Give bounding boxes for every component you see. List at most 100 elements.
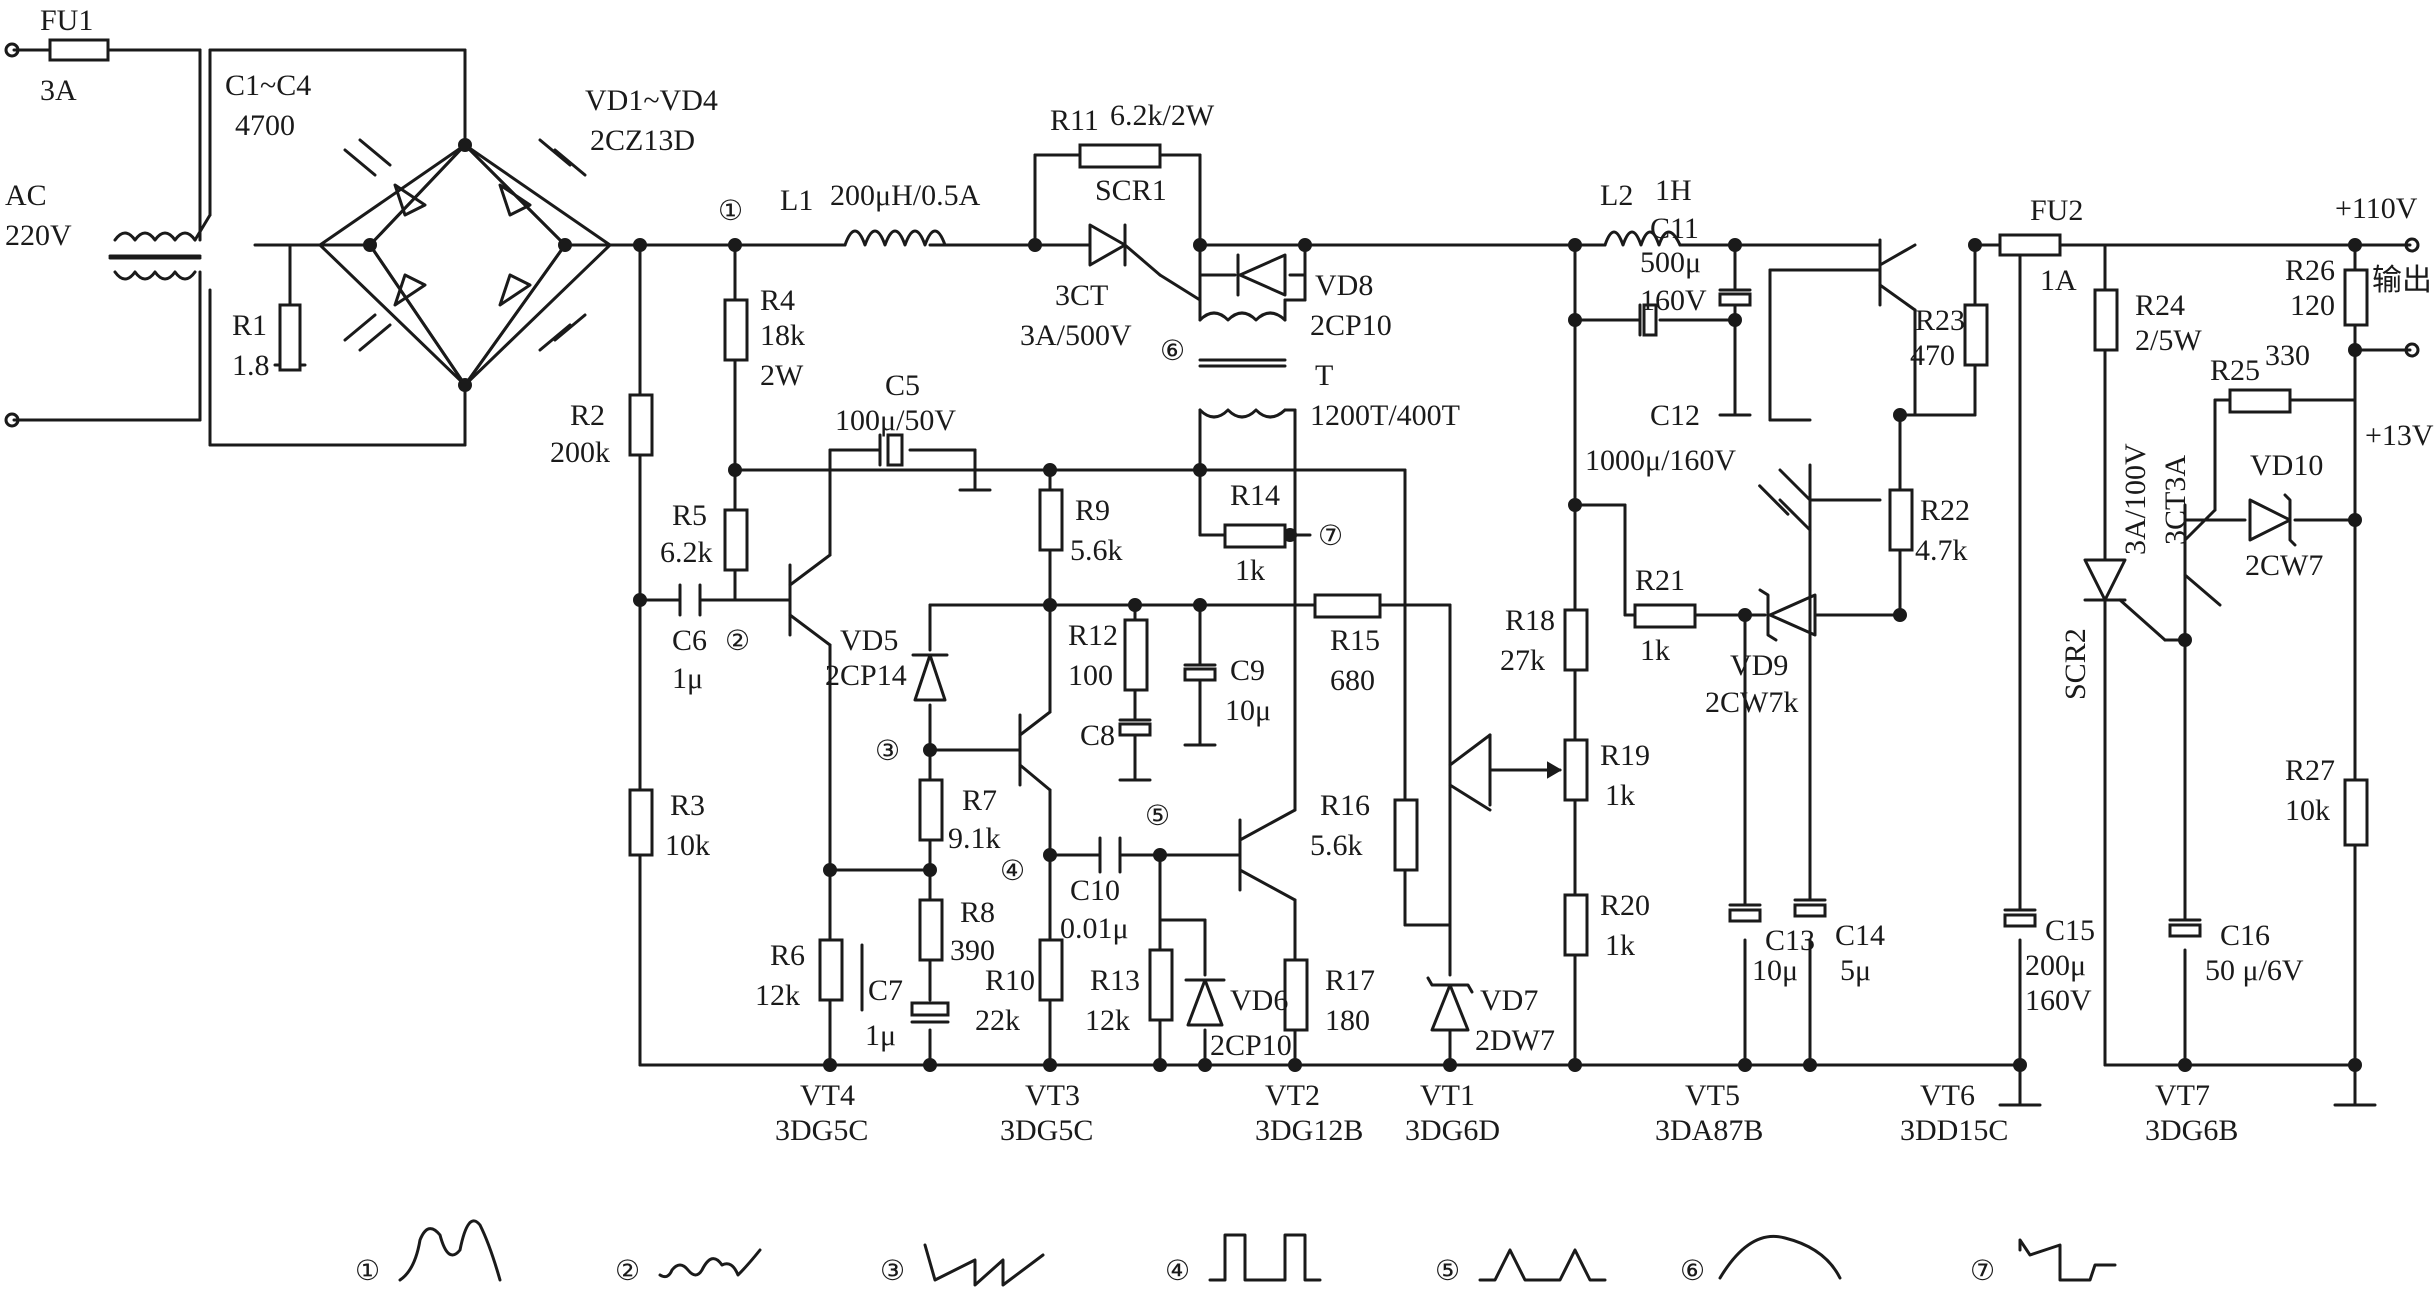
- r8-name: R8: [960, 896, 995, 929]
- r18-name: R18: [1505, 604, 1555, 637]
- inductor-l1: [843, 229, 947, 247]
- resistor-r27: [2343, 778, 2369, 847]
- r4-name: R4: [760, 284, 795, 317]
- resistor-r24: [2093, 288, 2119, 352]
- waveform-6: [1718, 1234, 1842, 1280]
- fu1-label: FU1: [40, 4, 93, 37]
- r12-value: 100: [1068, 659, 1113, 692]
- vd8-value: 2CP10: [1310, 309, 1392, 342]
- wave-node-2: ②: [615, 1254, 640, 1287]
- fu2-value: 1A: [2040, 264, 2077, 297]
- ac-label: AC: [5, 179, 47, 212]
- r21-value: 1k: [1640, 634, 1670, 667]
- wave-node-3: ③: [880, 1254, 905, 1287]
- r4-value2: 2W: [760, 359, 804, 392]
- resistor-r1: [278, 303, 302, 372]
- r7-value: 9.1k: [948, 822, 1001, 855]
- c16-name: C16: [2220, 919, 2270, 952]
- c7-name: C7: [868, 974, 903, 1007]
- r3-value: 10k: [665, 829, 710, 862]
- c5-value: 100μ/50V: [835, 404, 956, 437]
- node-6: ⑥: [1160, 334, 1185, 367]
- r19-value: 1k: [1605, 779, 1635, 812]
- resistor-r21: [1633, 603, 1697, 629]
- r25-value: 330: [2265, 339, 2310, 372]
- r2-value: 200k: [550, 436, 610, 469]
- resistor-r2: [628, 393, 654, 457]
- vd5-value: 2CP14: [825, 659, 907, 692]
- bridge-diode: [498, 273, 532, 307]
- transformer-t-secondary: [1198, 408, 1287, 419]
- vd8-name: VD8: [1315, 269, 1373, 302]
- resistor-r17: [1283, 958, 1309, 1032]
- vt1-type: 3DG6D: [1405, 1114, 1500, 1147]
- node-5: ⑤: [1145, 799, 1170, 832]
- zener-vd10: [2248, 498, 2292, 542]
- r10-name: R10: [985, 964, 1035, 997]
- r26-name: R26: [2285, 254, 2335, 287]
- waveform-5: [1478, 1248, 1607, 1282]
- r3-name: R3: [670, 789, 705, 822]
- l1-name: L1: [780, 184, 813, 217]
- scr2-type: 3CT3A: [2159, 455, 2192, 545]
- r26-value: 120: [2290, 289, 2335, 322]
- resistor-r7: [918, 778, 944, 842]
- vt6-name: VT6: [1920, 1079, 1975, 1112]
- out-13-label: +13V: [2365, 419, 2434, 452]
- vd6-value: 2CP10: [1210, 1029, 1292, 1062]
- scr1-value: 3A/500V: [1020, 319, 1132, 352]
- resistor-r22: [1888, 488, 1914, 552]
- c10-name: C10: [1070, 874, 1120, 907]
- vt6-type: 3DD15C: [1900, 1114, 2008, 1147]
- vt5-name: VT5: [1685, 1079, 1740, 1112]
- bridge-diode: [498, 183, 532, 217]
- r27-name: R27: [2285, 754, 2335, 787]
- c10-value: 0.01μ: [1060, 912, 1129, 945]
- components: [48, 38, 2369, 1032]
- fuse-fu2: [1998, 233, 2062, 257]
- waveform-4: [1208, 1233, 1322, 1282]
- resistor-r26: [2343, 268, 2369, 327]
- c12-name: C12: [1650, 399, 1700, 432]
- c9-name: C9: [1230, 654, 1265, 687]
- vt7-type: 3DG6B: [2145, 1114, 2238, 1147]
- out-110-label: +110V: [2335, 192, 2418, 225]
- diode-vd5: [913, 653, 947, 702]
- r24-value: 2/5W: [2135, 324, 2202, 357]
- vd10-value: 2CW7: [2245, 549, 2323, 582]
- wave-node-7: ⑦: [1970, 1254, 1995, 1287]
- vt2-type: 3DG12B: [1255, 1114, 1363, 1147]
- transformer-t-primary: [1198, 311, 1287, 322]
- c16-value: 50 μ/6V: [2205, 954, 2304, 987]
- r15-name: R15: [1330, 624, 1380, 657]
- c15-name: C15: [2045, 914, 2095, 947]
- r17-name: R17: [1325, 964, 1375, 997]
- wave-node-4: ④: [1165, 1254, 1190, 1287]
- c5-name: C5: [885, 369, 920, 402]
- r2-name: R2: [570, 399, 605, 432]
- l2-name: L2: [1600, 179, 1633, 212]
- fu1-value: 3A: [40, 74, 77, 107]
- bridge-diode: [393, 183, 427, 217]
- inductor-l2: [1603, 230, 1682, 247]
- vt3-name: VT3: [1025, 1079, 1080, 1112]
- scr1-type: 3CT: [1055, 279, 1108, 312]
- r17-value: 180: [1325, 1004, 1370, 1037]
- resistor-r13: [1148, 948, 1174, 1022]
- capacitor-c12: [1642, 303, 1658, 337]
- vd10-name: VD10: [2250, 449, 2323, 482]
- c15-value1: 200μ: [2025, 949, 2086, 982]
- node-3: ③: [875, 734, 900, 767]
- r12-name: R12: [1068, 619, 1118, 652]
- waveform-legend: [398, 1219, 2117, 1287]
- r1-value: 1.8: [232, 349, 270, 382]
- vt2-name: VT2: [1265, 1079, 1320, 1112]
- c6-value: 1μ: [672, 662, 703, 695]
- vt7-name: VT7: [2155, 1079, 2210, 1112]
- c14-value: 5μ: [1840, 954, 1871, 987]
- resistor-r18: [1563, 608, 1589, 672]
- node-7: ⑦: [1318, 519, 1343, 552]
- transformer-primary: [113, 231, 197, 242]
- r6-name: R6: [770, 939, 805, 972]
- c15-value2: 160V: [2025, 984, 2092, 1017]
